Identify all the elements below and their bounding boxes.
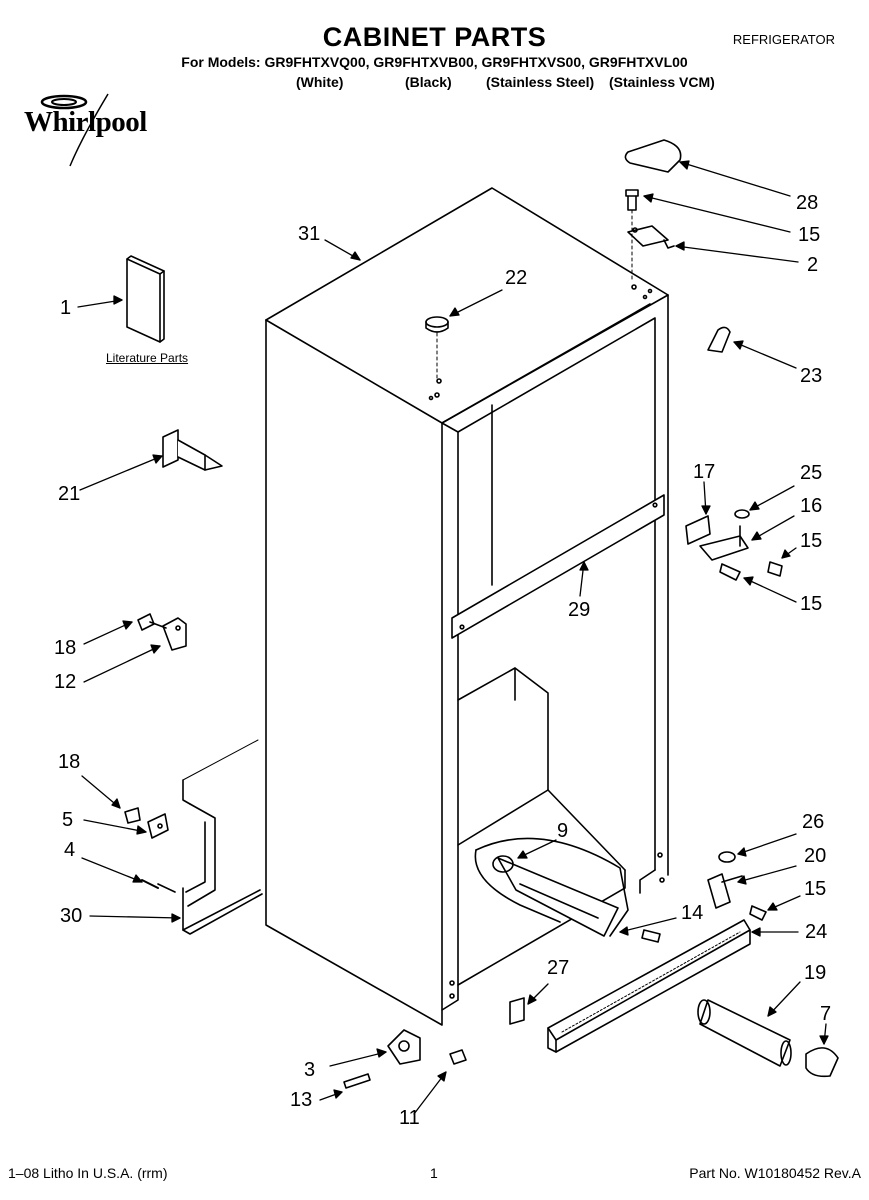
- callout-22: 22: [505, 267, 528, 289]
- page-number: 1: [430, 1165, 438, 1181]
- callout-29: 29: [568, 599, 591, 621]
- washer-part-26[interactable]: [718, 851, 736, 863]
- screw-part-15-top[interactable]: [625, 189, 639, 281]
- page-title: CABINET PARTS: [322, 22, 547, 52]
- callout-27: 27: [547, 957, 570, 979]
- callout-26: 26: [802, 811, 825, 833]
- roller-assembly-part-3[interactable]: [387, 1029, 421, 1065]
- callout-3: 3: [304, 1059, 316, 1081]
- color-white: (White): [296, 74, 344, 90]
- callout-30: 30: [60, 905, 83, 927]
- callout-7: 7: [820, 1003, 832, 1025]
- callout-21: 21: [58, 483, 81, 505]
- callout-18-lower: 18: [58, 751, 81, 773]
- callout-17: 17: [693, 461, 716, 483]
- bracket-part-17[interactable]: [685, 515, 711, 545]
- callout-31: 31: [298, 223, 321, 245]
- callout-20: 20: [804, 845, 827, 867]
- clamp-part-5[interactable]: [147, 813, 169, 839]
- clip-part-27[interactable]: [509, 997, 525, 1025]
- callout-14: 14: [681, 902, 704, 924]
- screw-part-15-mid-b[interactable]: [719, 563, 741, 581]
- callout-15-mid-b: 15: [800, 593, 823, 615]
- screw-part-11[interactable]: [449, 1049, 467, 1065]
- callout-5: 5: [62, 809, 74, 831]
- screw-part-15-mid-a[interactable]: [767, 561, 783, 577]
- top-hinge-part-2[interactable]: [627, 225, 675, 249]
- callout-15-mid-a: 15: [800, 530, 823, 552]
- screw-part-4[interactable]: [141, 879, 176, 893]
- literature-booklet-part-1[interactable]: [126, 255, 165, 343]
- callout-24: 24: [805, 921, 828, 943]
- washer-part-25[interactable]: [734, 509, 750, 519]
- leveling-leg-part-21[interactable]: [162, 429, 223, 471]
- brand-logo: Whirlpool: [24, 106, 147, 138]
- callout-12: 12: [54, 671, 77, 693]
- callout-9: 9: [557, 820, 569, 842]
- callout-23: 23: [800, 365, 823, 387]
- color-black: (Black): [405, 74, 452, 90]
- part-number: Part No. W10180452 Rev.A: [689, 1165, 861, 1181]
- hole-plug-part-22[interactable]: [425, 316, 449, 379]
- screw-part-13[interactable]: [343, 1073, 371, 1089]
- callout-15-top: 15: [798, 224, 821, 246]
- callout-11: 11: [399, 1107, 420, 1129]
- callout-1: 1: [60, 297, 72, 319]
- literature-parts-label[interactable]: Literature Parts: [106, 351, 189, 365]
- roller-part-19[interactable]: [697, 999, 792, 1067]
- hinge-cover-part-28[interactable]: [624, 139, 682, 173]
- callout-2: 2: [807, 254, 819, 276]
- color-stainless: (Stainless Steel): [486, 74, 595, 90]
- bottom-hinge-part-16[interactable]: [699, 525, 749, 561]
- drain-pan-part-9[interactable]: [474, 837, 629, 937]
- callout-4: 4: [64, 839, 76, 861]
- category-label: REFRIGERATOR: [732, 32, 835, 47]
- callout-19: 19: [804, 962, 827, 984]
- lower-hinge-part-12[interactable]: [162, 617, 187, 651]
- mullion-bar-part-29[interactable]: [451, 494, 665, 639]
- color-stainless-vcm: (Stainless VCM): [609, 74, 715, 90]
- cabinet-part-31[interactable]: [265, 187, 669, 1026]
- screw-part-18-lower[interactable]: [124, 807, 141, 824]
- callout-18-upper: 18: [54, 637, 77, 659]
- knob-part-7[interactable]: [805, 1047, 839, 1078]
- toe-grille-part-24[interactable]: [547, 919, 751, 1053]
- clip-part-23[interactable]: [707, 326, 731, 353]
- screw-part-18-upper[interactable]: [137, 613, 167, 631]
- whirlpool-swirl-icon: [40, 93, 109, 167]
- callout-15-bottom: 15: [804, 878, 827, 900]
- bracket-part-20[interactable]: [707, 873, 743, 909]
- callout-16: 16: [800, 495, 823, 517]
- models-line: For Models: GR9FHTXVQ00, GR9FHTXVB00, GR…: [181, 54, 688, 70]
- callout-13: 13: [290, 1089, 313, 1111]
- footer-litho: 1–08 Litho In U.S.A. (rrm): [8, 1165, 168, 1181]
- screw-part-15-bottom[interactable]: [749, 905, 767, 921]
- callout-28: 28: [796, 192, 819, 214]
- callout-leaders: [77, 160, 829, 1115]
- bracket-part-30[interactable]: [182, 739, 263, 935]
- callout-25: 25: [800, 462, 823, 484]
- screw-part-14[interactable]: [641, 929, 661, 943]
